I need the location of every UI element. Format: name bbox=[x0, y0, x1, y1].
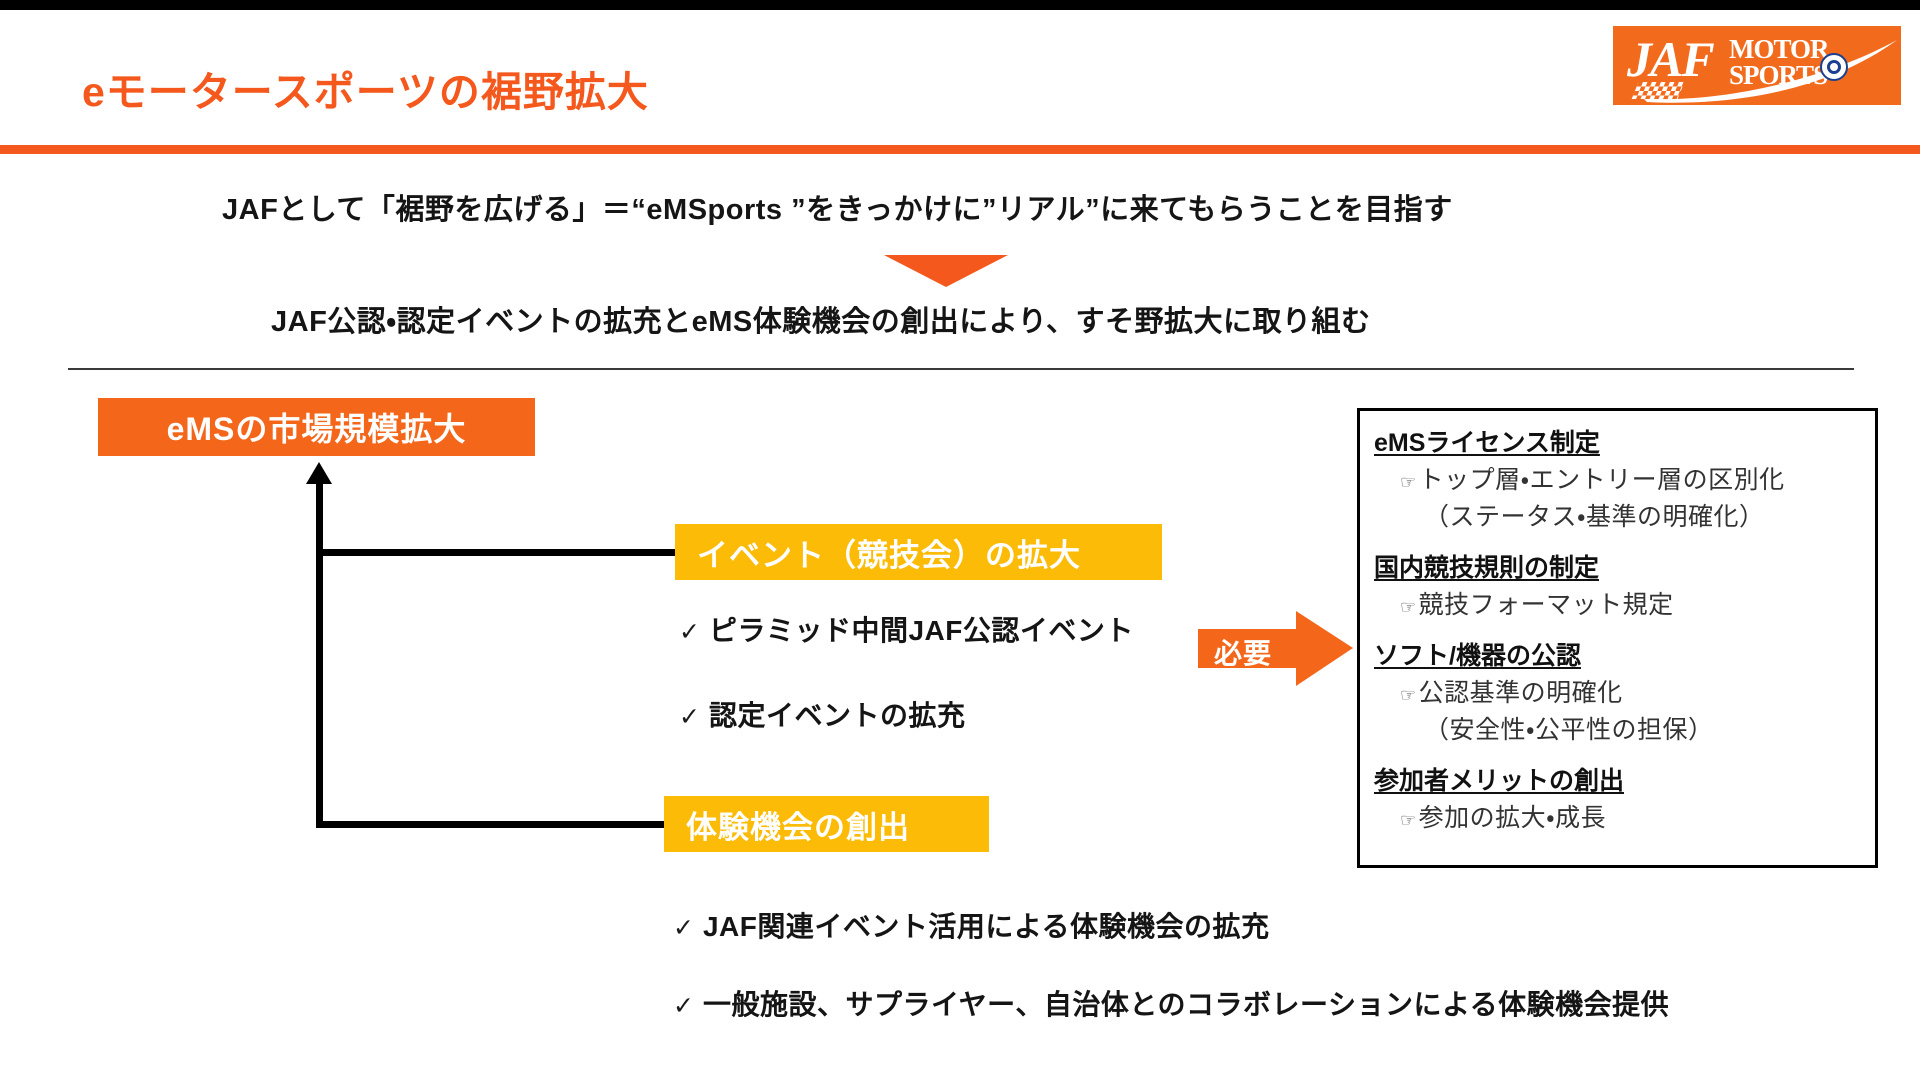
requirement-group: ソフト/機器の公認 ☞公認基準の明確化 （安全性・公平性の担保） bbox=[1374, 636, 1875, 746]
event-bullet-2-text: 認定イベントの拡充 bbox=[708, 700, 966, 731]
experience-bullet-1: ✓ JAF関連イベント活用による体験機会の拡充 bbox=[673, 905, 1270, 945]
requirement-sub-text: トップ層・エントリー層の区別化 bbox=[1418, 466, 1785, 494]
requirement-sub-text: 競技フォーマット規定 bbox=[1418, 591, 1674, 619]
event-bullet-2: ✓ 認定イベントの拡充 bbox=[679, 694, 965, 734]
requirement-sub-text: 参加の拡大・成長 bbox=[1418, 804, 1607, 832]
event-expansion-box: イベント（競技会）の拡大 bbox=[675, 524, 1162, 580]
pointing-hand-icon: ☞ bbox=[1400, 472, 1417, 492]
experience-bullet-2: ✓ 一般施設、サプライヤー、自治体とのコラボレーションによる体験機会提供 bbox=[673, 983, 1669, 1023]
check-icon: ✓ bbox=[673, 914, 694, 942]
check-icon: ✓ bbox=[679, 703, 700, 731]
lead-statement-1: JAFとして「裾野を広げる」＝“eMSports ”をきっかけに”リアル”に来て… bbox=[222, 194, 1453, 226]
logo-sports-text: SPORTS bbox=[1729, 60, 1828, 90]
check-icon: ✓ bbox=[679, 618, 700, 646]
jaf-emblem-icon bbox=[1820, 53, 1848, 81]
bracket-horizontal-line-top bbox=[316, 549, 682, 556]
check-icon: ✓ bbox=[673, 992, 694, 1020]
requirement-sub: ☞公認基準の明確化 bbox=[1374, 673, 1875, 709]
title-underline-rule bbox=[0, 145, 1920, 154]
required-arrow-shaft bbox=[1198, 629, 1298, 668]
logo-jaf-text: JAF bbox=[1627, 31, 1715, 87]
market-growth-label: eMSの市場規模拡大 bbox=[166, 411, 467, 447]
bracket-vertical-line bbox=[316, 478, 323, 828]
experience-bullet-2-text: 一般施設、サプライヤー、自治体とのコラボレーションによる体験機会提供 bbox=[702, 989, 1670, 1020]
top-black-bar bbox=[0, 0, 1920, 10]
requirement-sub-text: 公認基準の明確化 bbox=[1418, 679, 1623, 707]
bracket-horizontal-line-bottom bbox=[316, 821, 682, 828]
event-expansion-label: イベント（競技会）の拡大 bbox=[697, 537, 1081, 573]
event-bullet-1: ✓ ピラミッド中間JAF公認イベント bbox=[679, 609, 1134, 649]
required-arrow: 必要 bbox=[1198, 611, 1353, 686]
requirement-note: （ステータス・基準の明確化） bbox=[1424, 503, 1765, 531]
right-arrow-icon bbox=[1296, 611, 1353, 686]
pointing-hand-icon: ☞ bbox=[1400, 810, 1417, 830]
page-title: eモータースポーツの裾野拡大 bbox=[82, 69, 649, 115]
experience-creation-label: 体験機会の創出 bbox=[686, 809, 910, 845]
requirement-heading: ソフト/機器の公認 bbox=[1374, 642, 1581, 670]
requirement-note: （安全性・公平性の担保） bbox=[1424, 716, 1714, 744]
requirement-group: 参加者メリットの創出 ☞参加の拡大・成長 bbox=[1374, 761, 1875, 834]
required-arrow-label: 必要 bbox=[1214, 638, 1273, 669]
requirements-panel: eMSライセンス制定 ☞トップ層・エントリー層の区別化 （ステータス・基準の明確… bbox=[1357, 408, 1878, 868]
requirement-heading: 参加者メリットの創出 bbox=[1374, 767, 1625, 795]
requirement-group: eMSライセンス制定 ☞トップ層・エントリー層の区別化 （ステータス・基準の明確… bbox=[1374, 423, 1875, 533]
experience-bullet-1-text: JAF関連イベント活用による体験機会の拡充 bbox=[702, 911, 1270, 942]
logo-motor-text: MOTOR bbox=[1729, 34, 1830, 64]
pointing-hand-icon: ☞ bbox=[1400, 597, 1417, 617]
requirement-heading: 国内競技規則の制定 bbox=[1374, 554, 1600, 582]
requirement-group: 国内競技規則の制定 ☞競技フォーマット規定 bbox=[1374, 548, 1875, 621]
experience-creation-box: 体験機会の創出 bbox=[664, 796, 989, 852]
requirement-sub: ☞参加の拡大・成長 bbox=[1374, 798, 1875, 834]
logo-swoosh-shape bbox=[1643, 40, 1897, 103]
pointing-hand-icon: ☞ bbox=[1400, 685, 1417, 705]
lead-statement-2: JAF公認・認定イベントの拡充とeMS体験機会の創出により、すそ野拡大に取り組む bbox=[271, 306, 1371, 338]
requirement-heading: eMSライセンス制定 bbox=[1374, 429, 1600, 457]
event-bullet-1-text: ピラミッド中間JAF公認イベント bbox=[708, 615, 1134, 646]
bracket-arrowhead-icon bbox=[306, 462, 332, 484]
down-arrow-icon bbox=[884, 255, 1008, 287]
requirement-sub: ☞トップ層・エントリー層の区別化 bbox=[1374, 460, 1875, 496]
requirement-sub: ☞競技フォーマット規定 bbox=[1374, 585, 1875, 621]
section-divider bbox=[68, 368, 1854, 370]
jaf-motorsports-logo: JAF MOTOR SPORTS bbox=[1613, 26, 1901, 105]
market-growth-box: eMSの市場規模拡大 bbox=[98, 398, 535, 456]
